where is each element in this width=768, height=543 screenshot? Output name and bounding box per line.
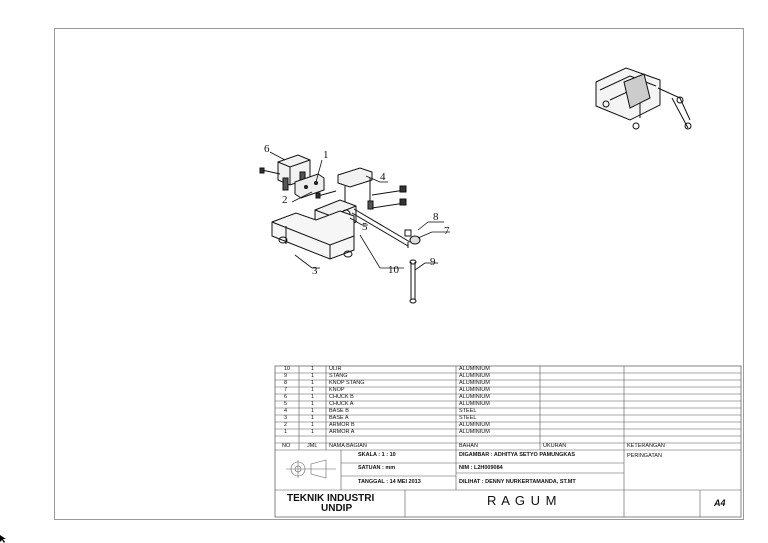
parts-list-name-cell: CHUCK A (329, 401, 354, 407)
parts-list-no-cell: 6 (284, 394, 288, 400)
balloon-9: 9 (430, 256, 436, 268)
date-label: TANGGAL : 14 MEI 2013 (358, 479, 421, 485)
parts-list-name-cell: CHUCK B (329, 394, 354, 400)
part-base-a (271, 210, 355, 260)
parts-list-no-cell: 4 (284, 408, 288, 414)
institution-line2: UNDIP (321, 503, 353, 514)
parts-list-name-cell: BASE A (329, 415, 349, 421)
parts-list-qty-cell: 1 (311, 394, 315, 400)
parts-list-material-cell: ALUMINIUM (459, 429, 490, 435)
parts-list-no-cell: 2 (284, 422, 288, 428)
parts-list-no-cell: 5 (284, 401, 288, 407)
balloon-2: 2 (282, 194, 288, 206)
parts-list-material-cell: ALUMINIUM (459, 373, 490, 379)
parts-list-qty-cell: 1 (311, 401, 315, 407)
part-ulir (351, 208, 411, 248)
parts-list-qty-cell: 1 (311, 422, 315, 428)
parts-list-no-cell: 7 (284, 387, 288, 393)
drawing-title: R A G U M (487, 493, 558, 508)
balloon-6: 6 (264, 143, 270, 155)
parts-list-no-cell: 3 (284, 415, 288, 421)
parts-list-no-cell: 10 (284, 366, 291, 372)
balloon-7: 7 (444, 225, 450, 237)
warning-label: PERINGATAN (627, 453, 662, 459)
header-name: NAMA BAGIAN (329, 443, 367, 449)
part-stang (409, 259, 417, 304)
parts-list-material-cell: STEEL (459, 408, 477, 414)
unit-label: SATUAN : mm (358, 465, 396, 471)
parts-list-material-cell: ALUMINIUM (459, 380, 490, 386)
nim-label: NIM : L2H009084 (459, 465, 503, 471)
part-base-b (315, 167, 407, 214)
parts-list-qty-cell: 1 (311, 415, 315, 421)
header-notes: KETERANGAN (627, 443, 665, 449)
projection-symbol-icon (286, 459, 336, 479)
parts-list-name-cell: ARMOR B (329, 422, 355, 428)
header-size: UKURAN (543, 443, 567, 449)
parts-list-qty-cell: 1 (311, 366, 315, 372)
drawn-by-label: DIGAMBAR : ADHITYA SETYO PAMUNGKAS (459, 452, 576, 458)
institution-line1: TEKNIK INDUSTRI (287, 493, 375, 504)
balloon-1: 1 (323, 149, 329, 161)
balloon-8: 8 (433, 211, 439, 223)
balloon-10: 10 (388, 264, 400, 276)
parts-list-no-cell: 1 (284, 429, 288, 435)
parts-list-name-cell: STANG (329, 373, 348, 379)
header-qty: JML (307, 443, 318, 449)
parts-list-qty-cell: 1 (311, 380, 315, 386)
part-chuck-b (259, 154, 311, 191)
parts-list-name-cell: KNOP (329, 387, 345, 393)
parts-list-name-cell: ULIR (329, 366, 342, 372)
checked-by-label: DILIHAT : DENNY NURKERTAMANDA, ST.MT (459, 479, 576, 485)
scale-label: SKALA : 1 : 10 (358, 452, 396, 458)
assembled-vise-view (595, 67, 692, 130)
balloon-3: 3 (312, 265, 318, 277)
parts-list-qty-cell: 1 (311, 429, 315, 435)
parts-list-material-cell: ALUMINIUM (459, 387, 490, 393)
header-no: NO (282, 443, 291, 449)
parts-list-no-cell: 8 (284, 380, 288, 386)
parts-list-name-cell: BASE B (329, 408, 349, 414)
parts-list-name-cell: KNOP STANG (329, 380, 365, 386)
parts-list-qty-cell: 1 (311, 408, 315, 414)
title-block-grid (274, 365, 742, 518)
parts-list-name-cell: ARMOR A (329, 429, 355, 435)
parts-list-material-cell: ALUMINIUM (459, 401, 490, 407)
parts-list-material-cell: STEEL (459, 415, 477, 421)
header-material: BAHAN (459, 443, 478, 449)
parts-list-material-cell: ALUMINIUM (459, 366, 490, 372)
sheet-size: A4 (714, 498, 726, 508)
mouse-cursor-icon (0, 535, 6, 543)
balloon-4: 4 (380, 171, 386, 183)
parts-list-qty-cell: 1 (311, 387, 315, 393)
balloon-5: 5 (362, 221, 368, 233)
parts-list-material-cell: ALUMINIUM (459, 394, 490, 400)
parts-list-qty-cell: 1 (311, 373, 315, 379)
parts-list-material-cell: ALUMINIUM (459, 422, 490, 428)
parts-list-no-cell: 9 (284, 373, 288, 379)
part-knop (404, 229, 421, 245)
